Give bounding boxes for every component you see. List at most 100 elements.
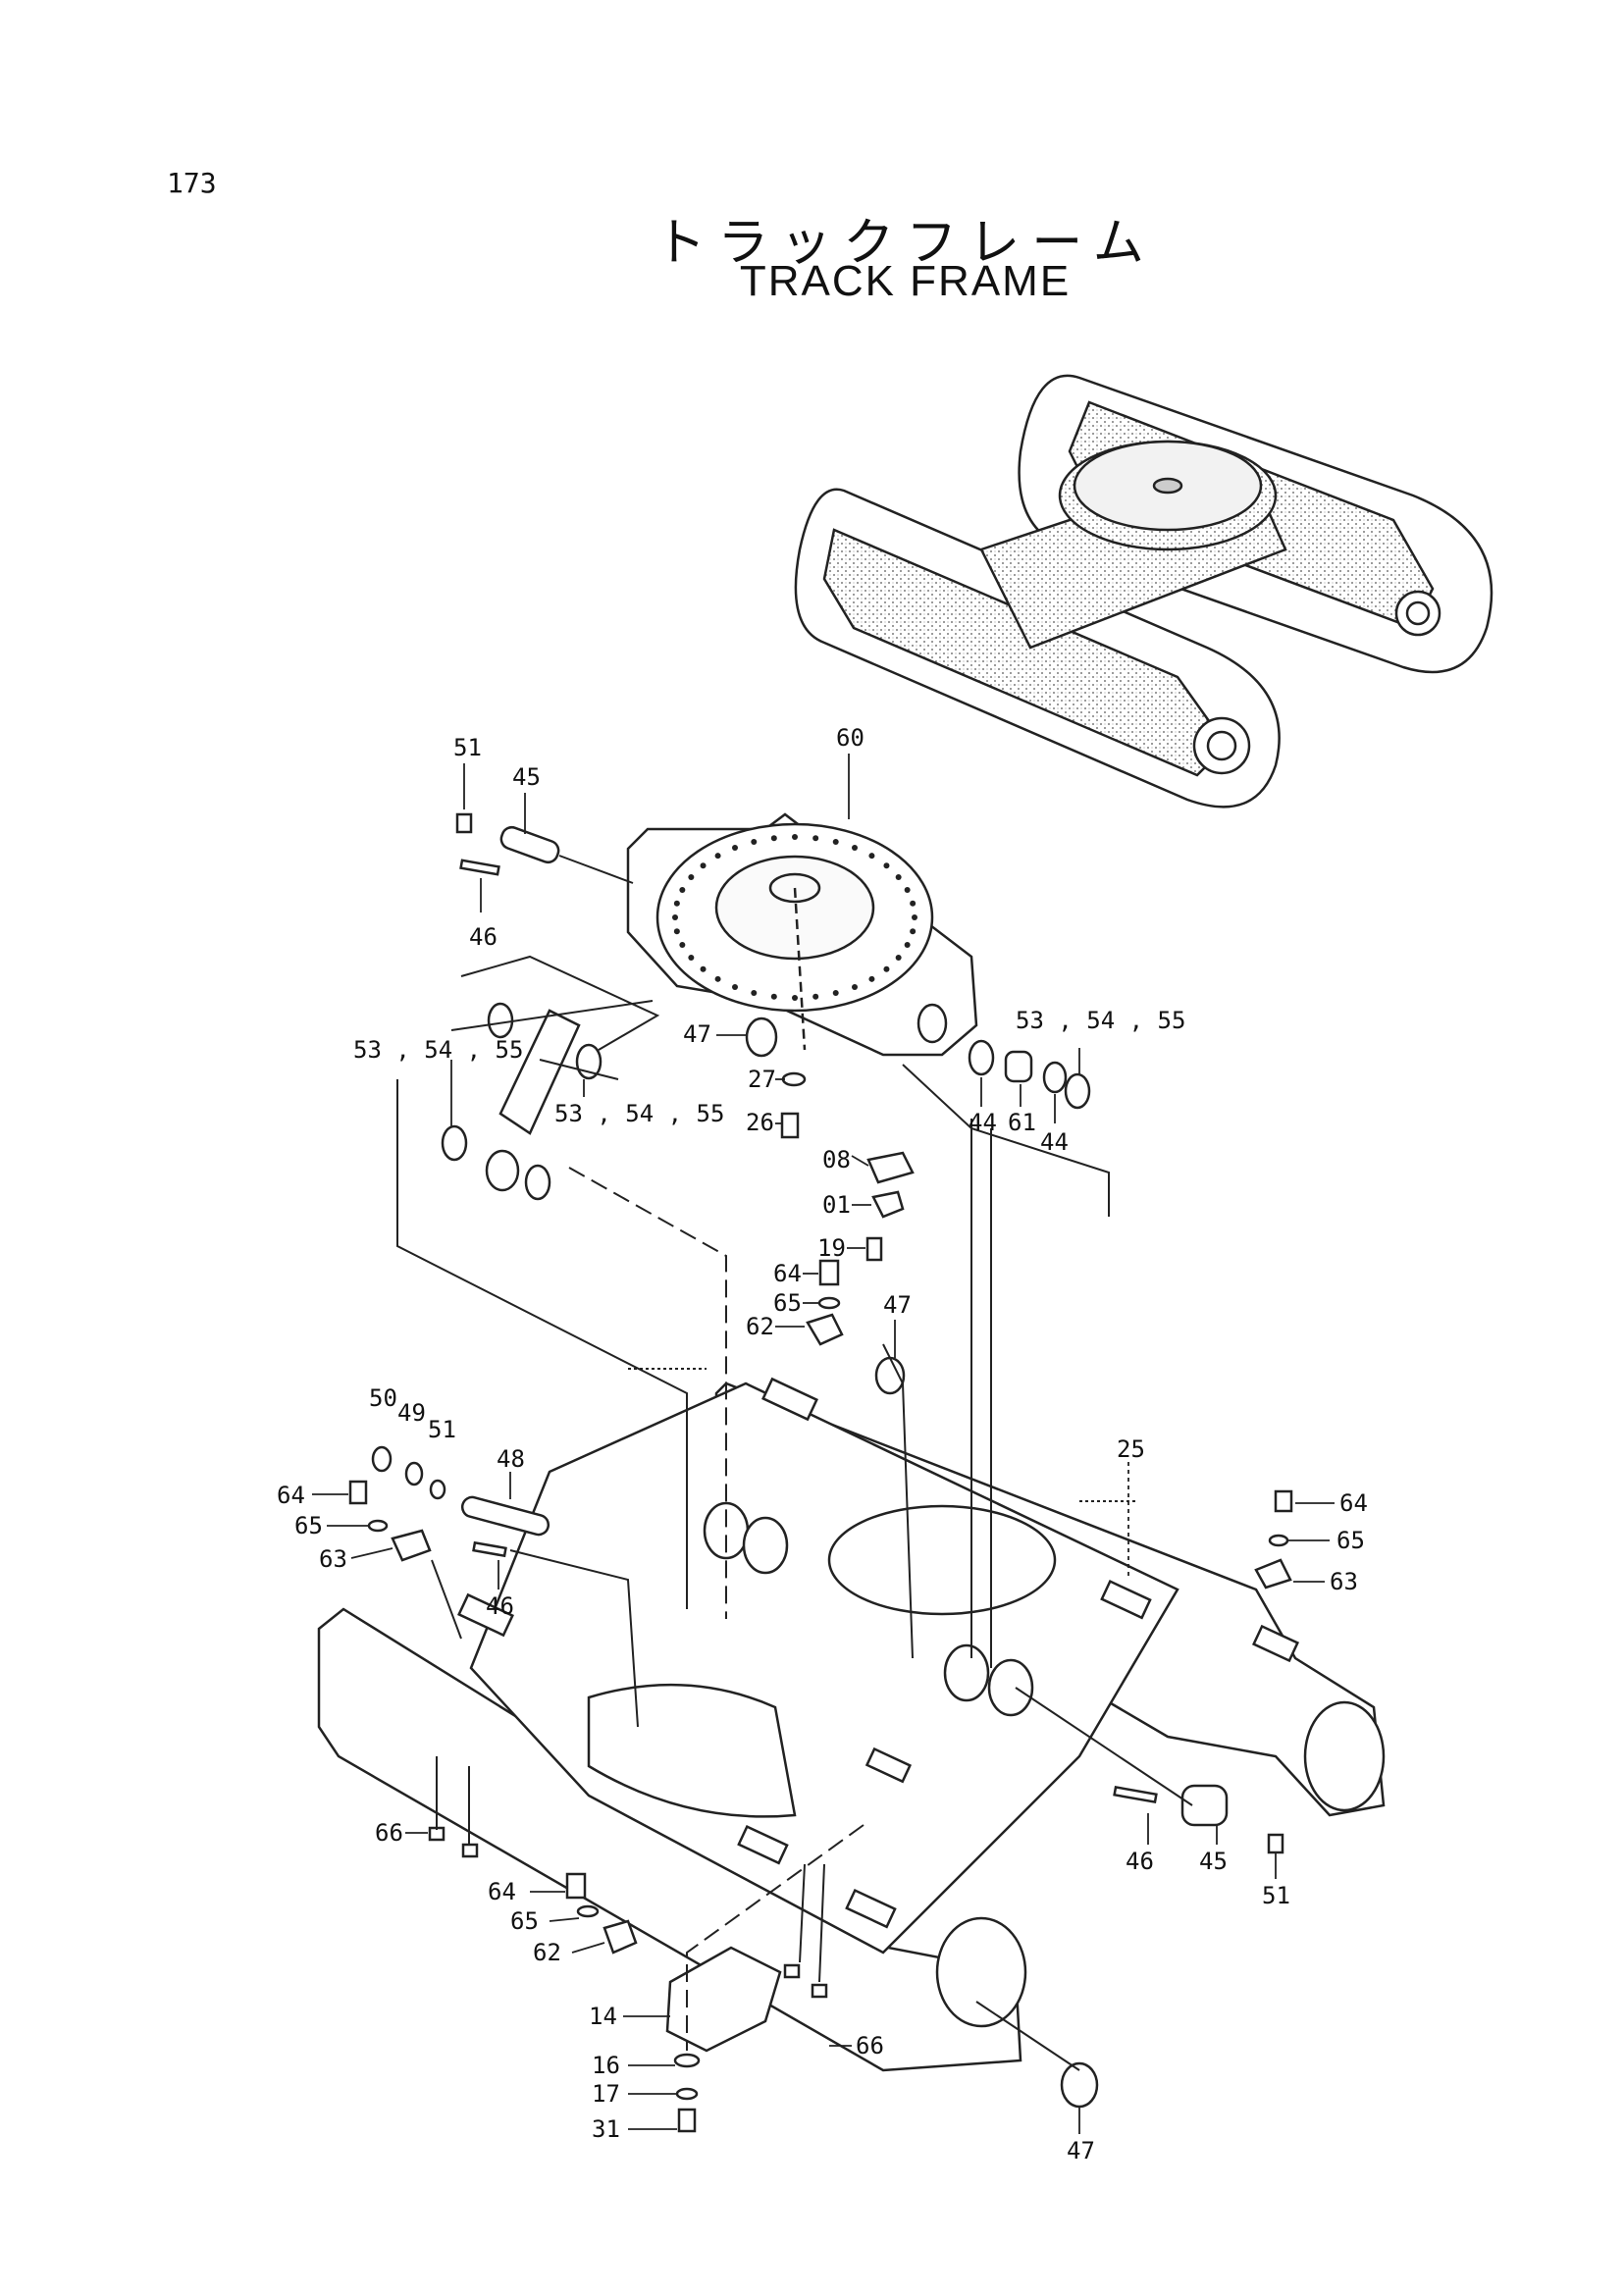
bolt-hole <box>832 990 839 997</box>
part-label: 51 <box>1262 1882 1290 1909</box>
part-label: 53 , 54 , 55 <box>353 1036 523 1064</box>
bolt-19 <box>865 1236 883 1262</box>
small-parts <box>348 812 1293 2133</box>
bolt-hole <box>679 942 686 949</box>
bolt-hole <box>912 914 917 920</box>
part-label: 45 <box>512 763 541 791</box>
washer <box>487 1002 514 1039</box>
part-label: 64 <box>773 1260 802 1287</box>
part-label: 46 <box>486 1592 514 1620</box>
part-label: 44 <box>1040 1128 1069 1156</box>
part-label: 47 <box>883 1291 912 1319</box>
part-label: 16 <box>592 2052 620 2079</box>
page-number: 173 <box>167 167 217 199</box>
part-label: 26 <box>746 1109 774 1136</box>
washer-27 <box>781 1071 807 1087</box>
bolt-hole <box>770 993 777 1000</box>
leader-lines <box>312 754 1335 2134</box>
bolt-hole <box>679 886 686 893</box>
part-label: 48 <box>497 1445 525 1473</box>
part-label: 64 <box>488 1878 516 1905</box>
bracket-01 <box>871 1190 905 1219</box>
bolt-hole <box>868 853 875 860</box>
part-label: 65 <box>510 1907 539 1935</box>
bolt-hole <box>883 862 890 869</box>
bolt-hole <box>700 965 707 972</box>
track-frame-25 <box>317 1377 1386 2072</box>
assembly-lines <box>396 855 1193 2071</box>
plate-08 <box>866 1151 915 1184</box>
part-label: 62 <box>746 1313 774 1340</box>
part-label: 01 <box>822 1191 851 1219</box>
bolt-hole <box>751 990 758 997</box>
bolt-hole <box>852 844 858 851</box>
bolt-hole <box>688 955 695 961</box>
part-label: 47 <box>683 1020 711 1048</box>
bolt-hole <box>688 874 695 880</box>
part-label: 63 <box>319 1545 347 1573</box>
grease-fitting-51 <box>455 812 473 834</box>
washer <box>441 1124 468 1162</box>
bolt-hole <box>832 838 839 845</box>
bolt-hole <box>732 844 738 851</box>
bolt-hole <box>673 900 680 907</box>
bolt-hole <box>910 900 917 907</box>
bolt-hole <box>673 928 680 935</box>
bolt-hole <box>883 965 890 972</box>
part-label: 46 <box>469 923 498 951</box>
part-label: 62 <box>533 1939 561 1966</box>
bolt-hole <box>852 984 858 991</box>
part-label: 51 <box>453 734 482 761</box>
bolt-hole <box>904 886 911 893</box>
part-label: 46 <box>1126 1848 1154 1875</box>
bolt-hole <box>714 975 721 982</box>
overview-illustration <box>794 374 1493 808</box>
page-title-english: TRACK FRAME <box>739 257 1072 305</box>
part-label: 66 <box>856 2032 884 2059</box>
part-label: 44 <box>969 1109 997 1136</box>
part-label: 65 <box>294 1512 323 1539</box>
bolt-hole <box>732 984 738 991</box>
pin-45 <box>499 825 560 864</box>
part-label: 50 <box>369 1384 397 1412</box>
part-label: 19 <box>817 1234 846 1262</box>
bolt-hole <box>672 914 678 920</box>
bolt-hole <box>812 835 819 842</box>
bolt-hole <box>714 853 721 860</box>
seal-47 <box>745 1017 778 1058</box>
bolt-hole <box>751 838 758 845</box>
pin-46 <box>459 859 500 876</box>
part-label: 61 <box>1008 1109 1036 1136</box>
cylinder <box>498 1009 581 1135</box>
part-label: 63 <box>1330 1568 1358 1595</box>
bolt-hole <box>895 874 902 880</box>
part-label: 60 <box>836 724 864 752</box>
bolt-circle <box>672 834 917 1001</box>
bolt-hole <box>792 834 798 840</box>
washer <box>524 1164 551 1201</box>
part-label: 08 <box>822 1146 851 1173</box>
part-label: 47 <box>1067 2137 1095 2164</box>
bolt-hole <box>812 993 819 1000</box>
part-label: 49 <box>397 1399 426 1427</box>
part-label: 31 <box>592 2115 620 2143</box>
part-label: 64 <box>1339 1489 1368 1517</box>
part-label: 65 <box>773 1289 802 1317</box>
center-frame-60 <box>626 812 978 1057</box>
bolt-hole <box>792 995 798 1001</box>
part-label: 53 , 54 , 55 <box>554 1100 724 1127</box>
bolt-hole <box>904 942 911 949</box>
part-label: 27 <box>748 1066 776 1093</box>
part-callouts: 51 45 60 46 53 , 54 , 55 47 53 , 54 , 55… <box>277 724 1368 2164</box>
part-label: 45 <box>1199 1848 1228 1875</box>
bolt-hole <box>910 928 917 935</box>
part-label: 64 <box>277 1482 305 1509</box>
part-label: 53 , 54 , 55 <box>1016 1007 1185 1034</box>
part-label: 66 <box>375 1819 403 1847</box>
bolt-hole <box>770 835 777 842</box>
page-title-japanese: トラックフレーム <box>655 214 1156 273</box>
part-label: 51 <box>428 1416 456 1443</box>
part-label: 14 <box>589 2003 617 2030</box>
bolt-hole <box>700 862 707 869</box>
